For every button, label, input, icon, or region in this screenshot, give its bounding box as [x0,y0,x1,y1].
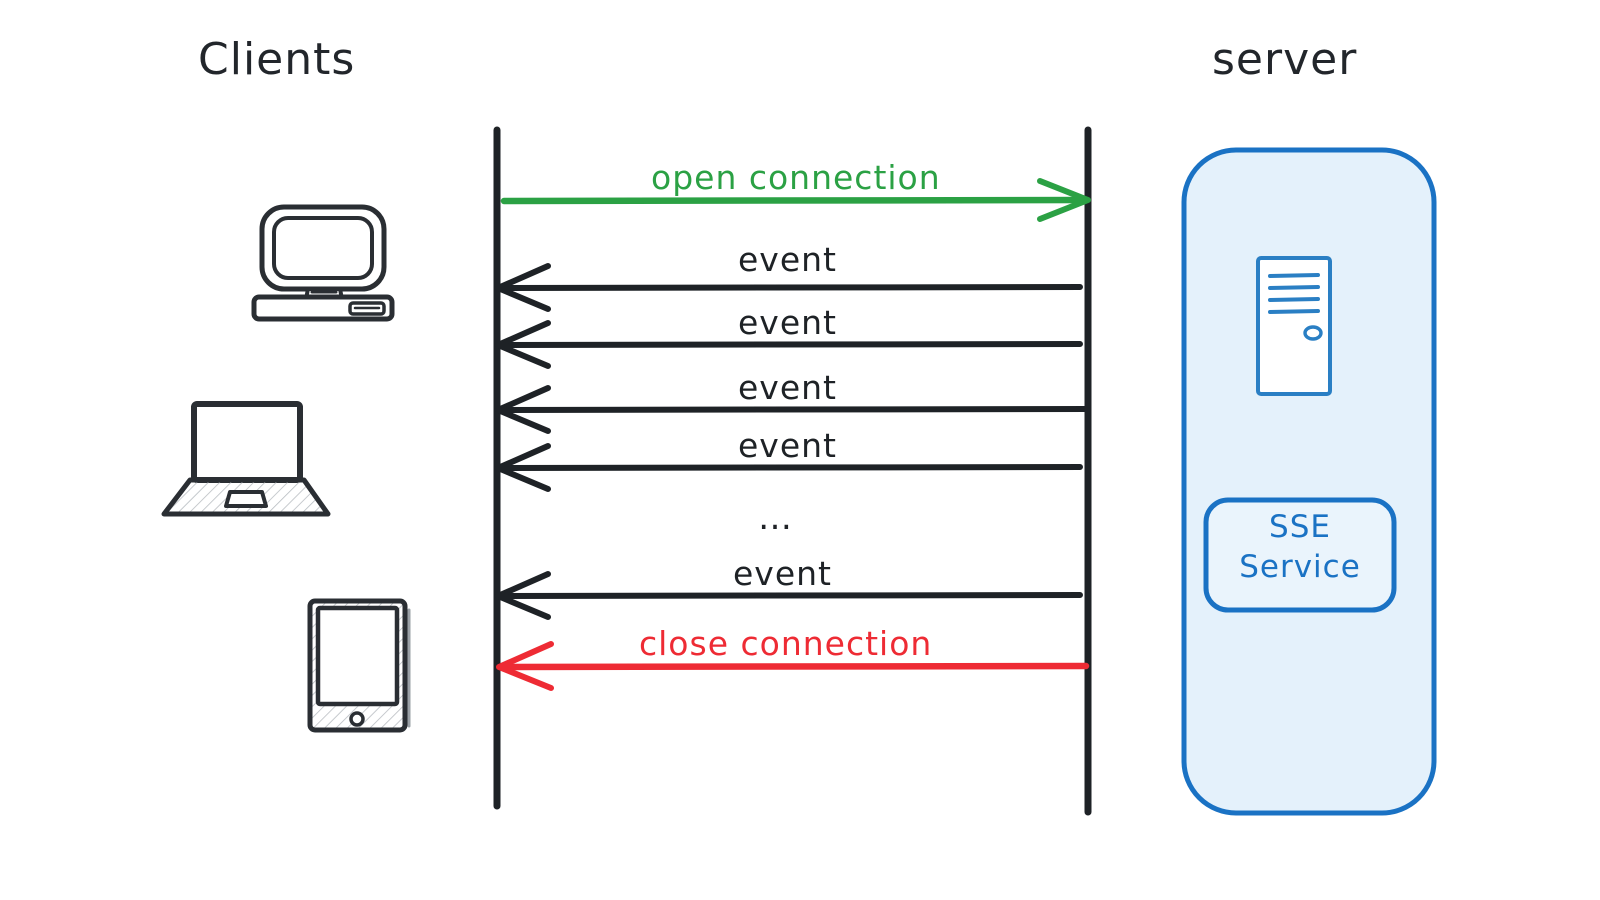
sse-service-box [1203,497,1397,613]
message-arrow-event-5 [495,571,1083,620]
message-label-event-5: event [733,554,832,593]
desktop-computer-icon [251,204,395,322]
message-arrow-close-connection [496,641,1090,691]
laptop-icon [161,401,331,517]
message-label-event-1: event [738,240,837,279]
server-heading: server [1212,34,1358,85]
message-label-event-4: event [738,426,837,465]
message-arrow-event-2 [495,320,1083,369]
message-label-ellipsis: … [758,498,795,538]
message-label-event-3: event [738,368,837,407]
message-arrow-event-3 [495,385,1089,434]
message-label-close-connection: close connection [639,624,933,663]
server-tower-icon [1256,256,1332,396]
message-arrow-event-1 [495,263,1083,312]
message-label-open-connection: open connection [651,158,941,197]
clients-heading: Clients [198,34,356,85]
sse-service-label: SSE Service [1239,509,1361,585]
message-arrow-open-connection [500,178,1091,222]
message-arrow-event-4 [495,443,1083,492]
message-label-event-2: event [738,303,837,342]
server-container-panel [1181,147,1437,816]
tablet-icon [307,598,411,733]
